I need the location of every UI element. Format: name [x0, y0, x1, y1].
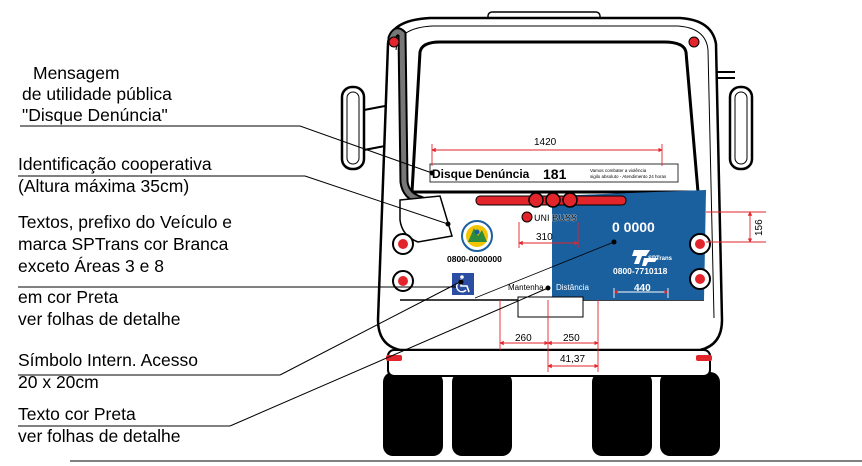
prefix-text: 0 0000: [612, 219, 655, 235]
brand-icon: [521, 211, 533, 223]
license-plate: [517, 296, 584, 318]
callout-3-line-3: exceto Áreas 3 e 8: [18, 256, 164, 276]
leader-dots: [429, 170, 617, 291]
callout-2-line-1: Identificação cooperativa: [18, 154, 212, 174]
manter-text: Mantenha: [508, 283, 544, 292]
callout-3-line-4: em cor Preta: [18, 287, 118, 307]
disque-small-1: Vamos combater a violência: [590, 168, 647, 173]
wheelchair-icon: [452, 273, 474, 295]
cooperative-phone: 0800-0000000: [447, 254, 502, 264]
blue-panel: [552, 190, 706, 300]
brand-text: UNI BUSS: [534, 213, 577, 223]
sptrans-logo: [632, 250, 658, 266]
disque-text: Disque Denúncia: [432, 167, 530, 181]
line-number: 440: [634, 283, 651, 294]
callout-5-line-2: ver folhas de detalhe: [18, 426, 180, 446]
dim-310: 310: [536, 232, 553, 243]
dim-250: 250: [563, 333, 580, 344]
sptrans-phone: 0800-7710118: [613, 266, 668, 276]
lights: [386, 36, 712, 361]
callout-1-line-2: de utilidade pública: [22, 84, 172, 104]
callout-3-line-2: marca SPTrans cor Branca: [18, 234, 229, 254]
distancia-text: Distância: [556, 283, 589, 292]
cooperative-logo: [461, 220, 493, 252]
callout-black-text: Texto cor Preta ver folhas de detalhe: [18, 404, 180, 446]
callout-texts: Textos, prefixo do Veículo e marca SPTra…: [18, 212, 232, 329]
callout-3-line-5: ver folhas de detalhe: [18, 309, 180, 329]
callout-3-line-1: Textos, prefixo do Veículo e: [18, 212, 232, 232]
callout-messages: Mensagem de utilidade pública "Disque De…: [22, 63, 172, 125]
dim-156: 156: [754, 219, 765, 236]
callout-4-line-1: Símbolo Intern. Acesso: [18, 350, 198, 370]
dim-4137: 41,37: [560, 354, 585, 365]
leader-lines: [18, 125, 549, 427]
callout-1-line-1: Mensagem: [33, 63, 120, 83]
prefix-leader: [474, 241, 615, 299]
callout-4-line-2: 20 x 20cm: [18, 372, 99, 392]
sptrans-label: SPTrans: [648, 256, 673, 262]
callout-cooperative: Identificação cooperativa (Altura máxima…: [18, 154, 212, 196]
disque-number: 181: [543, 166, 567, 182]
dimension-lines: [431, 144, 766, 372]
callout-5-line-1: Texto cor Preta: [18, 404, 136, 424]
dim-1420: 1420: [534, 137, 557, 148]
disque-small-2: sigilo absoluto - Atendimento 24 horas: [590, 174, 667, 179]
callout-1-line-3: "Disque Denúncia": [22, 105, 168, 125]
callout-access-symbol: Símbolo Intern. Acesso 20 x 20cm: [18, 350, 198, 392]
dim-260: 260: [515, 333, 532, 344]
callout-2-line-2: (Altura máxima 35cm): [18, 176, 189, 196]
